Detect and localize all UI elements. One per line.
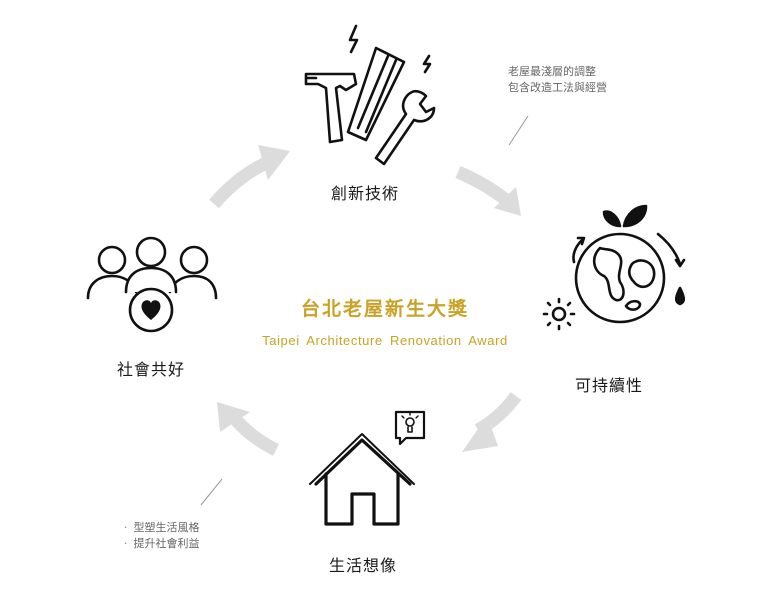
note-living: · 型塑生活風格 · 提升社會利益 xyxy=(124,520,200,552)
note-leader-line-living xyxy=(200,478,223,506)
node-label-living: 生活想像 xyxy=(329,556,398,575)
community-icon xyxy=(86,236,218,333)
note-innovation-line1: 老屋最淺層的調整 xyxy=(508,65,596,78)
house-icon xyxy=(309,410,426,526)
node-label-community: 社會共好 xyxy=(117,360,186,379)
note-innovation: 老屋最淺層的調整 包含改造工法與經營 xyxy=(508,64,607,96)
note-living-item1: · 型塑生活風格 xyxy=(124,520,200,536)
award-title: 台北老屋新生大獎 xyxy=(300,298,469,320)
arrow-to-living-icon xyxy=(462,392,522,452)
cycle-arrows xyxy=(209,145,522,456)
arrow-to-innovation-icon xyxy=(209,145,290,209)
note-innovation-line2: 包含改造工法與經營 xyxy=(508,81,607,94)
bullet-icon: · xyxy=(124,537,128,550)
bullet-icon: · xyxy=(124,521,128,534)
note-living-line1: 型塑生活風格 xyxy=(133,521,200,534)
note-living-item2: · 提升社會利益 xyxy=(124,536,200,552)
note-living-line2: 提升社會利益 xyxy=(133,537,200,550)
arrow-to-sustainability-icon xyxy=(455,166,521,216)
globe-icon xyxy=(542,204,686,331)
arrow-to-community-icon xyxy=(217,402,279,456)
note-leader-line-innovation xyxy=(508,115,529,146)
node-label-innovation: 創新技術 xyxy=(331,184,400,203)
tools-icon xyxy=(304,24,436,166)
node-label-sustainability: 可持續性 xyxy=(575,376,644,395)
award-subtitle: Taipei Architecture Renovation Award xyxy=(262,333,508,348)
